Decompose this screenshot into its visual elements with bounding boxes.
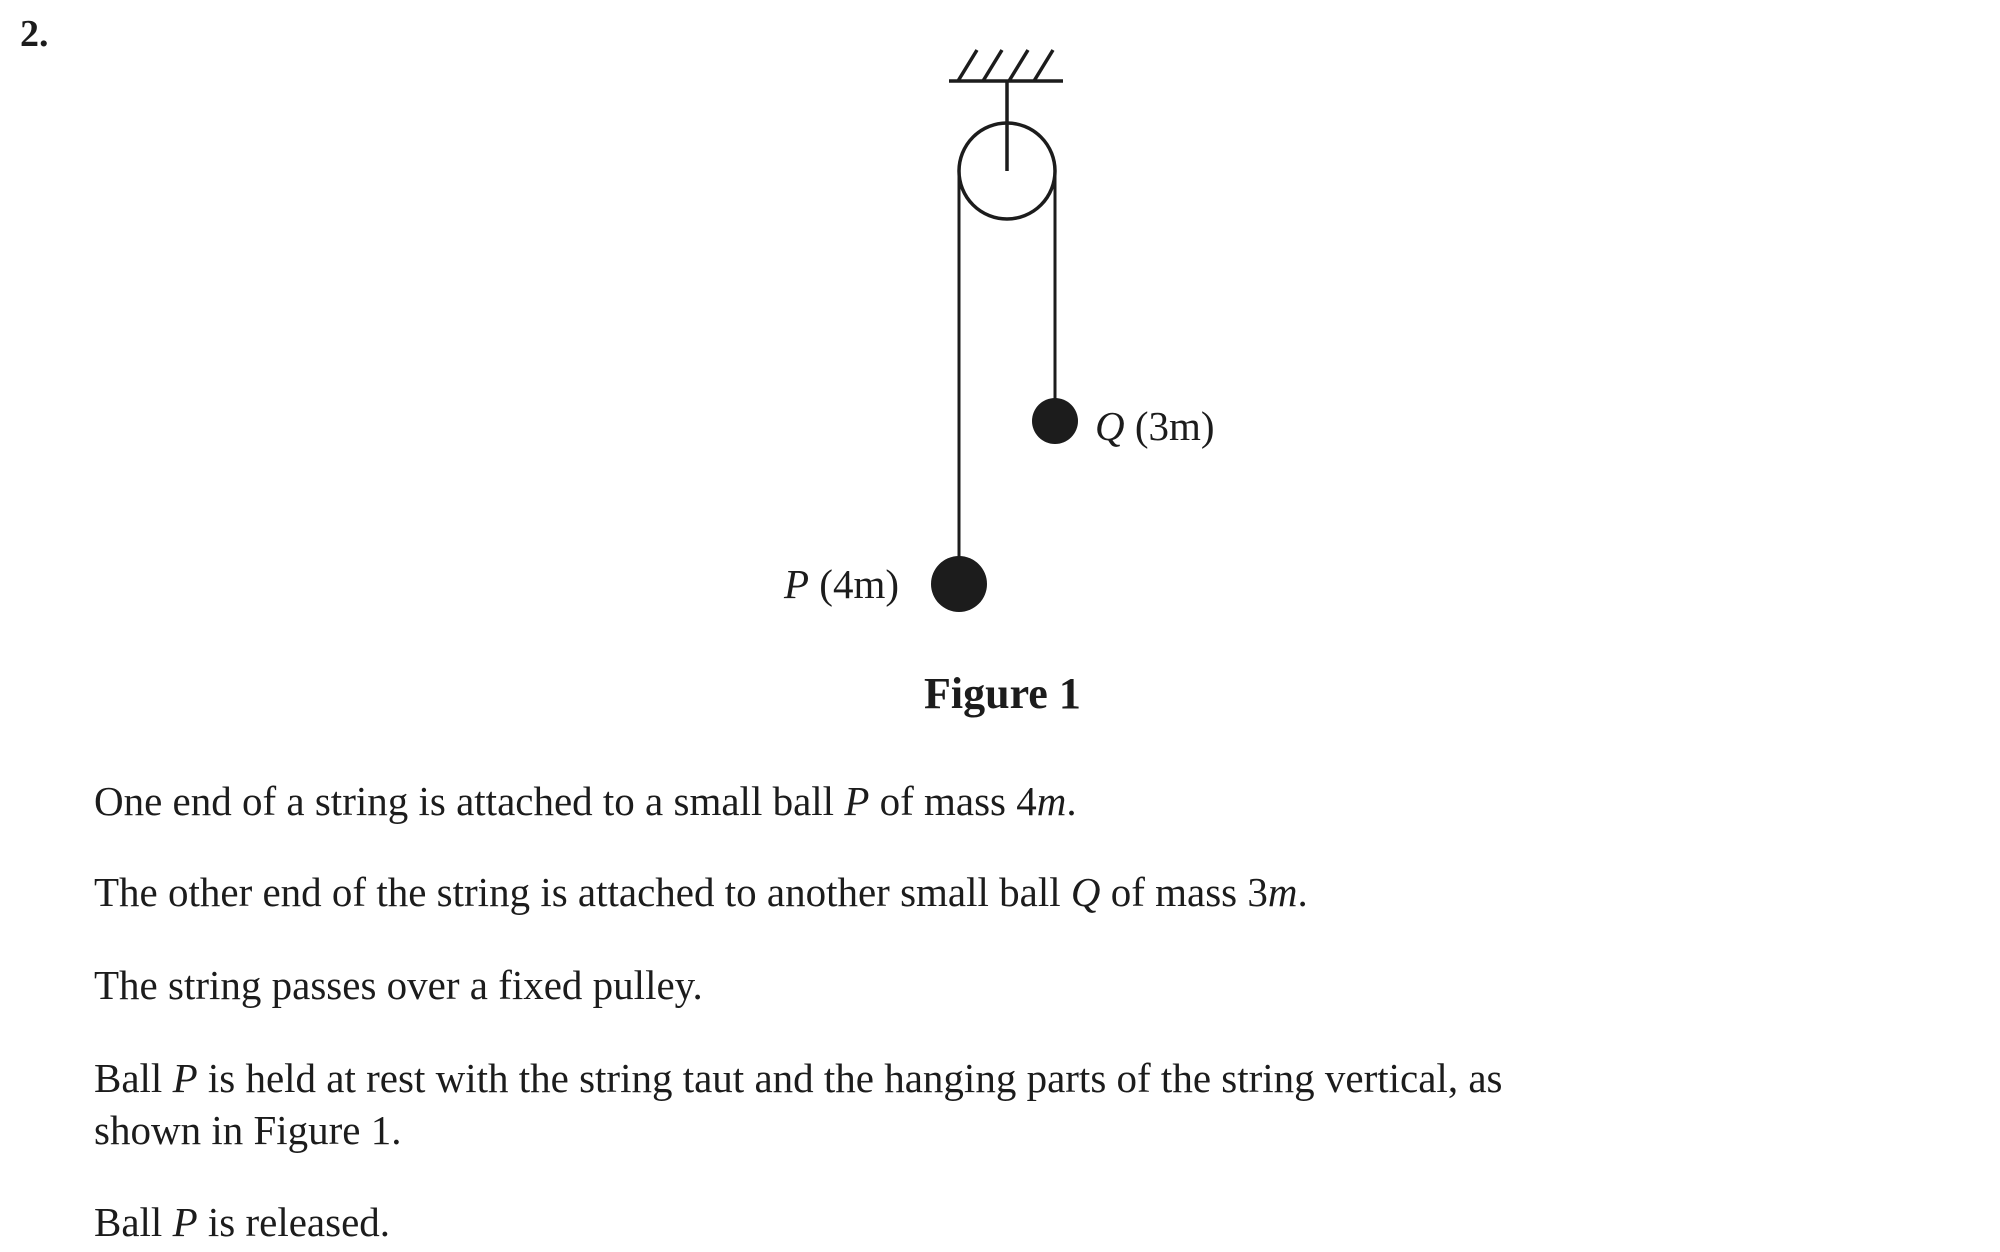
- paragraph-3: The string passes over a fixed pulley.: [94, 962, 703, 1008]
- ball-p-label: P (4m): [784, 561, 899, 607]
- ceiling-hatching: [956, 49, 1055, 82]
- ball-p: [931, 556, 987, 612]
- question-number: 2.: [20, 13, 49, 55]
- paragraph-2: The other end of the string is attached …: [94, 869, 1308, 915]
- paragraph-4: Ball P is held at rest with the string t…: [94, 1055, 1503, 1153]
- ball-q: [1032, 398, 1078, 444]
- paragraph-5: Ball P is released.: [94, 1199, 391, 1245]
- ball-q-label: Q (3m): [1095, 403, 1215, 449]
- figure-caption: Figure 1: [924, 669, 1081, 718]
- paragraph-1: One end of a string is attached to a sma…: [94, 778, 1077, 824]
